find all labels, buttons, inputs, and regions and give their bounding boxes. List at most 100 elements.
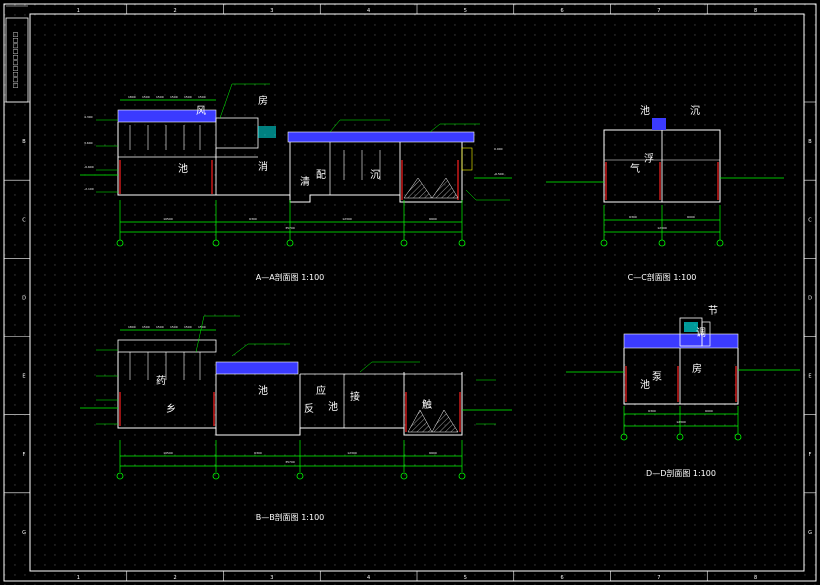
aa-room-label: 风 (196, 105, 206, 117)
column-marker-top: 8 (754, 8, 757, 14)
aa-room-label: 沉 (370, 168, 380, 181)
bb-hopper (407, 409, 459, 433)
dd-seg-dim-1: 6300 (648, 409, 656, 413)
column-marker-bottom: 8 (754, 575, 757, 581)
cc-dimension-lines (603, 205, 721, 240)
aa-foundation-line (117, 122, 463, 203)
aa-top-dim: 1500 (198, 95, 206, 99)
row-marker-right: D (808, 295, 812, 301)
bb-top-dim: 1800 (128, 325, 136, 329)
cc-seg-dim-2: 6000 (687, 215, 695, 219)
section-bb: 35700 10500 6300 12300 6600 1800 1500 15… (80, 315, 512, 522)
bb-top-dim: 1500 (142, 325, 150, 329)
dd-roof-slab (623, 333, 739, 349)
column-marker-bottom: 4 (367, 575, 370, 581)
column-marker-top: 2 (174, 8, 177, 14)
column-marker-bottom: 1 (77, 575, 80, 581)
aa-level: 3.600 (84, 141, 93, 145)
aa-roof-slab-left (117, 109, 217, 123)
dd-total-dim: 12300 (676, 420, 686, 424)
row-markers-right: B C D E F G (804, 101, 816, 536)
aa-room-label: 池 (178, 162, 188, 175)
aa-section-title: A—A剖面图 1:100 (256, 272, 325, 282)
aa-top-dim: 1500 (142, 95, 150, 99)
cc-room-label: 浮 (644, 153, 654, 165)
aa-level: 4.300 (84, 115, 93, 119)
aa-top-dim: 1800 (128, 95, 136, 99)
bb-seg-dim-1: 10500 (163, 451, 173, 455)
bb-room-label: 反 (304, 403, 314, 415)
bb-dimension-lines (119, 329, 463, 472)
aa-window (258, 126, 276, 138)
dd-parapet (701, 321, 711, 347)
aa-roof-slab-right (287, 131, 475, 143)
bb-seg-dim-3: 12300 (347, 451, 357, 455)
aa-seg-dim-3: 12300 (342, 217, 352, 221)
row-marker-right: G (808, 530, 812, 536)
aa-room-label: 消 (258, 160, 268, 173)
aa-level: -0.500 (494, 172, 504, 176)
dd-axis-bubbles (620, 433, 742, 441)
bb-seg-dim-4: 6600 (429, 451, 437, 455)
section-dd: 12300 6300 6000 调 节 池 泵 房 D—D剖面图 1:100 (566, 305, 800, 478)
aa-top-dim: 1500 (184, 95, 192, 99)
cc-room-label: 池 (640, 104, 650, 117)
row-marker-right: C (808, 217, 812, 223)
aa-level: -0.600 (84, 165, 94, 169)
bb-roof-left (117, 339, 217, 353)
aa-axis-bubbles (116, 239, 466, 247)
cc-room-label: 沉 (690, 104, 700, 117)
column-marker-top: 7 (657, 8, 660, 14)
bb-roof-slab (215, 361, 299, 375)
cc-total-dim: 12300 (657, 226, 667, 230)
row-marker-right: E (808, 374, 811, 380)
aa-dimension-lines (119, 99, 463, 240)
dd-room-label: 房 (692, 362, 702, 375)
aa-total-dim: 35700 (285, 226, 295, 230)
dd-tank (623, 348, 739, 405)
row-marker-left: D (22, 295, 26, 301)
aa-seg-dim-1: 10500 (163, 217, 173, 221)
bb-section-title: B—B剖面图 1:100 (256, 512, 325, 522)
row-marker-left: B (22, 139, 26, 145)
aa-level: -2.100 (84, 187, 94, 191)
bb-top-dim: 1500 (170, 325, 178, 329)
column-marker-top: 4 (367, 8, 370, 14)
bb-room-label: 接 (350, 390, 360, 403)
bb-top-dim: 1500 (184, 325, 192, 329)
dd-room-label: 调 (696, 327, 706, 339)
bb-total-dim: 35700 (285, 460, 295, 464)
column-marker-bottom: 5 (464, 575, 467, 581)
column-marker-top: 1 (77, 8, 80, 14)
aa-top-dim: 1500 (156, 95, 164, 99)
aa-room-label: 清 (300, 175, 310, 188)
column-marker-bottom: 3 (270, 575, 273, 581)
cc-section-title: C—C剖面图 1:100 (628, 272, 697, 282)
aa-leaders (96, 83, 510, 201)
aa-top-dim: 1500 (170, 95, 178, 99)
bb-leaders (96, 315, 496, 425)
column-marker-bottom: 6 (561, 575, 564, 581)
column-marker-top: 6 (561, 8, 564, 14)
cc-axis-bubbles (600, 239, 724, 247)
bb-room-label: 池 (258, 384, 268, 397)
cc-seg-dim-1: 6300 (629, 215, 637, 219)
bb-axis-bubbles (116, 472, 466, 480)
row-marker-right: F (809, 452, 812, 458)
aa-room-label: 配 (316, 169, 326, 181)
row-marker-right: B (808, 139, 812, 145)
column-marker-bottom: 2 (174, 575, 177, 581)
bb-room-label: 池 (328, 400, 338, 413)
row-marker-left: C (22, 217, 26, 223)
dd-room-label: 节 (708, 305, 718, 317)
bb-foundation-line (117, 352, 463, 436)
aa-stair (461, 147, 473, 171)
dd-seg-dim-2: 6000 (705, 409, 713, 413)
bb-seg-dim-2: 6300 (254, 451, 262, 455)
aa-seg-dim-2: 6300 (249, 217, 257, 221)
